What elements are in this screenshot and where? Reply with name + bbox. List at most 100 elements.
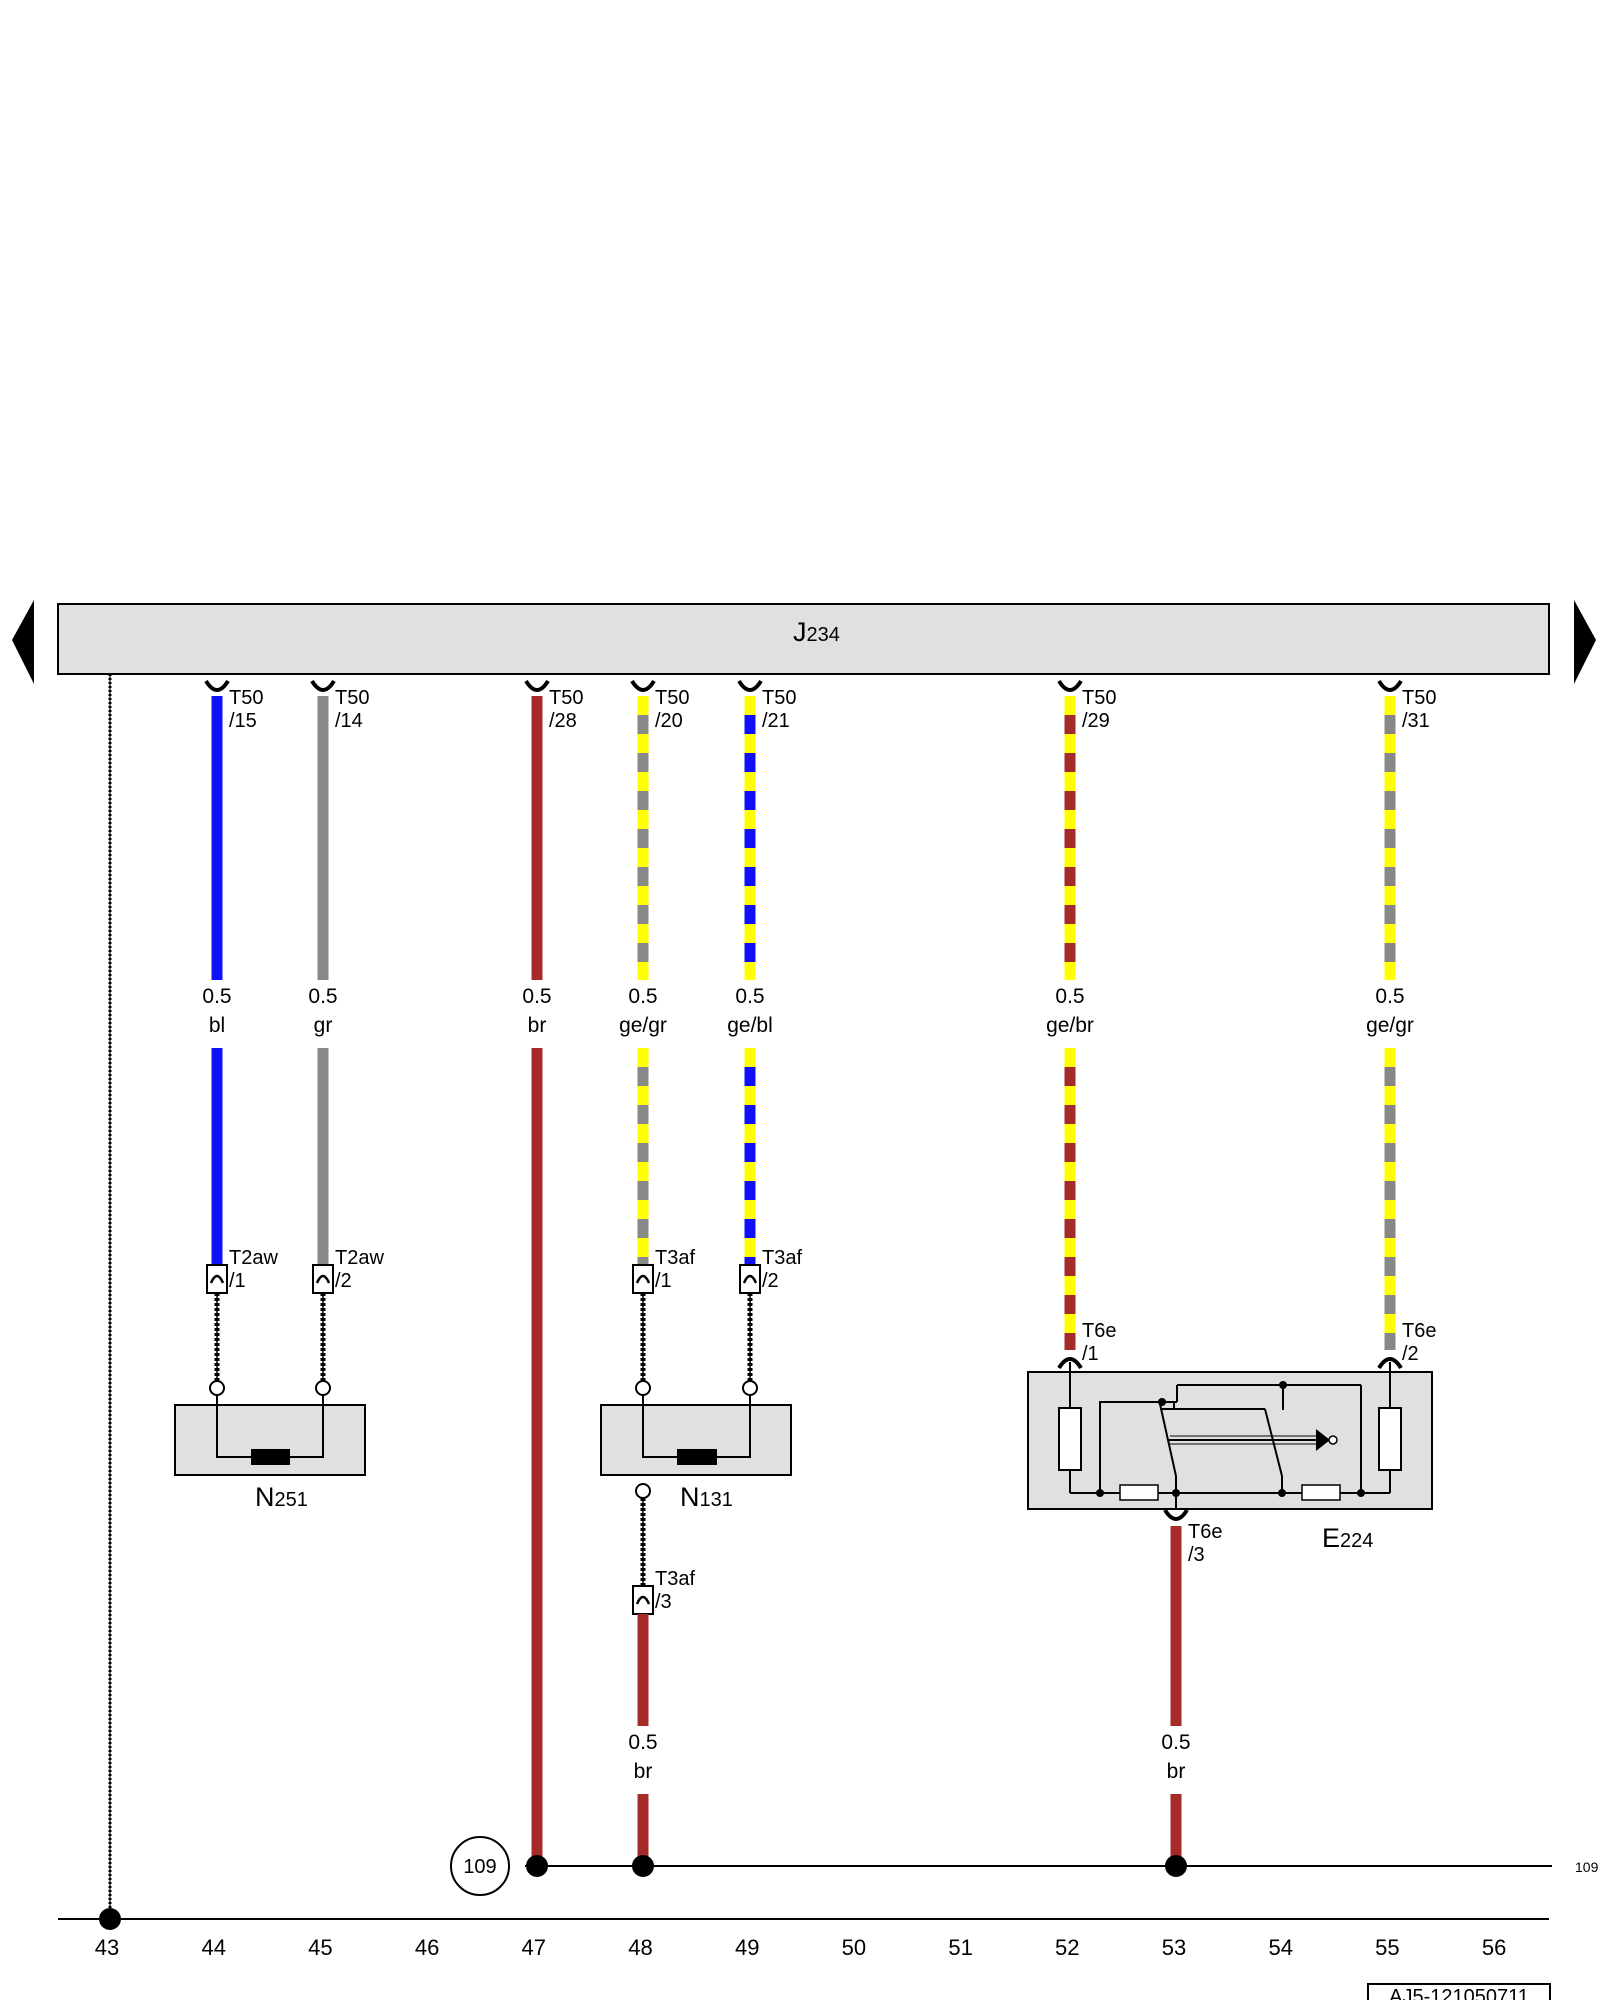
footer-code: AJ5-121050711: [1389, 1986, 1529, 2000]
wire-w47-size: 0.5: [522, 985, 551, 1008]
left-arrow-icon[interactable]: [12, 600, 34, 684]
wire-w49-bottom-pin-name: T3af: [762, 1247, 802, 1269]
wire-w48b-pin-name: T3af: [655, 1568, 695, 1590]
wire-w44-color-code: bl: [209, 1014, 225, 1037]
column-number: 44: [201, 1935, 225, 1960]
wire-w47-color-code: br: [528, 1014, 547, 1037]
valve-n251[interactable]: N251: [174, 1380, 366, 1512]
connector-socket-icon: [310, 679, 336, 692]
connector-plug-icon: [739, 1264, 761, 1294]
column-number: 51: [948, 1935, 972, 1960]
connector-plug-arc: [209, 1274, 225, 1284]
wire-w55-color-code: ge/gr: [1366, 1014, 1414, 1037]
column-number: 50: [842, 1935, 866, 1960]
connector-plug-icon: [312, 1264, 334, 1294]
wire-w45-size: 0.5: [308, 985, 337, 1008]
wire-w45-pin-number: /14: [335, 710, 363, 732]
connector-socket-icon: [204, 679, 230, 692]
wire-w44-pin-name: T50: [229, 687, 263, 709]
wire-w44-bottom-pin-name: T2aw: [229, 1247, 278, 1269]
wire-w47-pin-name: T50: [549, 687, 583, 709]
control-unit-label: J234: [793, 617, 840, 647]
wire-w52-bottom-pin-name: T6e: [1082, 1320, 1116, 1342]
column-number: 46: [415, 1935, 439, 1960]
column-number: 53: [1162, 1935, 1186, 1960]
ground-ref-label: 109: [463, 1856, 496, 1878]
wire-w48-color-code: ge/gr: [619, 1014, 667, 1037]
valve-n131[interactable]: N131: [600, 1380, 792, 1512]
wire-w53b-pin-name: T6e: [1188, 1521, 1222, 1543]
wire-w53b-color-code: br: [1167, 1760, 1186, 1783]
component-label-n131: N131: [680, 1482, 733, 1512]
column-number: 52: [1055, 1935, 1079, 1960]
connector-socket-icon: [630, 679, 656, 692]
wire-w48-pin-number: /20: [655, 710, 683, 732]
connector-socket-icon: [1163, 1508, 1189, 1521]
column-number: 54: [1268, 1935, 1292, 1960]
column-number: 47: [522, 1935, 546, 1960]
connector-socket-icon: [1057, 679, 1083, 692]
column-number: 56: [1482, 1935, 1506, 1960]
column-number: 49: [735, 1935, 759, 1960]
connector-plug-icon: [632, 1585, 654, 1615]
wire-w47-pin-number: /28: [549, 710, 577, 732]
wire-w44-bottom-pin-number: /1: [229, 1270, 246, 1292]
wire-w49-pin-number: /21: [762, 710, 790, 732]
column-number: 48: [628, 1935, 652, 1960]
wire-w52-pin-name: T50: [1082, 687, 1116, 709]
wire-w55-pin-number: /31: [1402, 710, 1430, 732]
ground-ref-circle: [450, 1836, 510, 1896]
wire-w48-bottom-pin-number: /1: [655, 1270, 672, 1292]
wire-w48b-size: 0.5: [628, 1731, 657, 1754]
component-label-n251: N251: [255, 1482, 308, 1512]
connector-socket-icon: [524, 679, 550, 692]
wire-w48-bottom-pin-name: T3af: [655, 1247, 695, 1269]
wire-w49-pin-name: T50: [762, 687, 796, 709]
wire-w55-size: 0.5: [1375, 985, 1404, 1008]
wire-w44-size: 0.5: [202, 985, 231, 1008]
connector-plug-arc: [742, 1274, 758, 1284]
wire-w45-bottom-pin-name: T2aw: [335, 1247, 384, 1269]
connector-socket-icon: [1377, 1357, 1403, 1370]
wire-w44-pin-number: /15: [229, 710, 257, 732]
footer-code-box: AJ5-121050711: [1367, 1983, 1551, 2000]
coil-icon: [677, 1449, 717, 1465]
switch-e224[interactable]: E224: [1027, 1362, 1433, 1553]
wire-w52-bottom-pin-number: /1: [1082, 1343, 1099, 1365]
connector-socket-icon: [1057, 1357, 1083, 1370]
connector-plug-icon: [632, 1264, 654, 1294]
connector-plug-arc: [315, 1274, 331, 1284]
right-arrow-icon[interactable]: [1574, 600, 1596, 684]
wire-w49-color-code: ge/bl: [727, 1014, 773, 1037]
control-unit-j234: J234: [57, 603, 1550, 675]
wire-w48-size: 0.5: [628, 985, 657, 1008]
column-number: 55: [1375, 1935, 1399, 1960]
wire-w49-bottom-pin-number: /2: [762, 1270, 779, 1292]
arrow-head-icon: [1316, 1429, 1330, 1451]
column-number: 43: [95, 1935, 119, 1960]
connector-plug-icon: [206, 1264, 228, 1294]
wire-w48b-pin-number: /3: [655, 1591, 672, 1613]
wire-w52-pin-number: /29: [1082, 710, 1110, 732]
connector-plug-arc: [635, 1274, 651, 1284]
wire-w45-color-code: gr: [314, 1014, 333, 1037]
wire-w55-pin-name: T50: [1402, 687, 1436, 709]
wire-w52-size: 0.5: [1055, 985, 1084, 1008]
wire-w55-bottom-pin-number: /2: [1402, 1343, 1419, 1365]
wire-w53b-size: 0.5: [1161, 1731, 1190, 1754]
wire-w48b-color-code: br: [634, 1760, 653, 1783]
component-label-e224: E224: [1322, 1523, 1373, 1553]
bus-junction-dot: [1165, 1855, 1187, 1877]
coil-icon: [251, 1449, 290, 1465]
column-number: 45: [308, 1935, 332, 1960]
connector-socket-icon: [1377, 679, 1403, 692]
connector-plug-arc: [635, 1595, 651, 1605]
wire-w45-bottom-pin-number: /2: [335, 1270, 352, 1292]
wire-w45-pin-name: T50: [335, 687, 369, 709]
wire-w48-pin-name: T50: [655, 687, 689, 709]
wire-w49-size: 0.5: [735, 985, 764, 1008]
column-number-row: 43 44 45 46 47 48 49 50 51 52 53 54 55 56: [95, 1935, 1507, 1960]
wire-w52-color-code: ge/br: [1046, 1014, 1094, 1037]
